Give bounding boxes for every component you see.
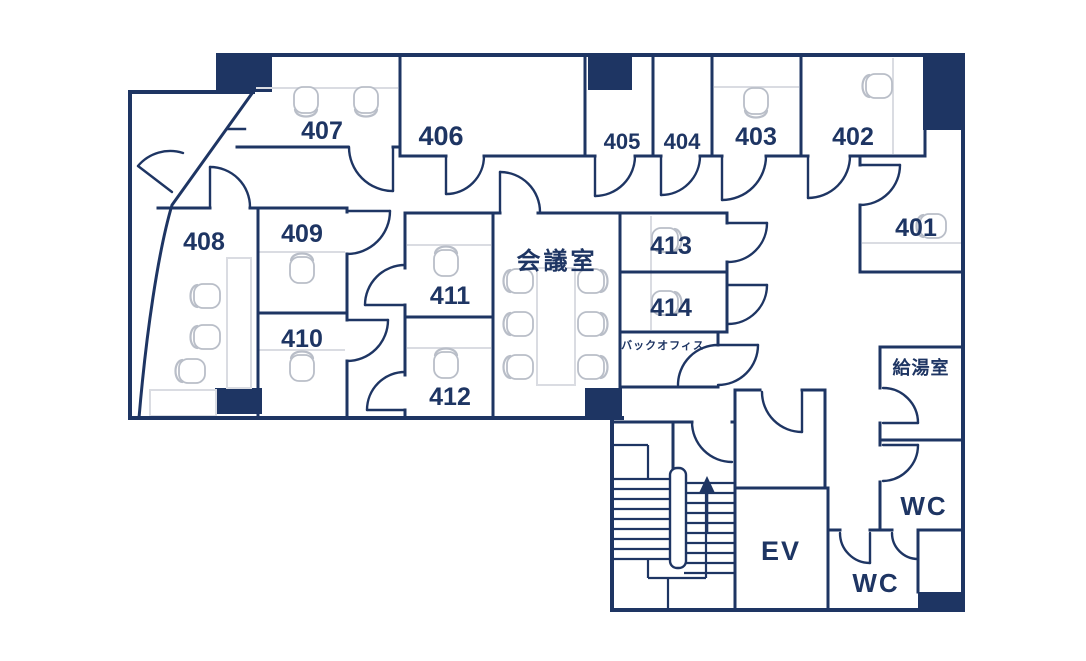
door-arc	[690, 420, 734, 464]
room-label-401: 401	[895, 214, 937, 242]
door-arc	[345, 209, 392, 256]
outer-walls	[128, 53, 965, 612]
room-label-404: 404	[664, 129, 701, 154]
chair-icon	[292, 85, 320, 118]
wc-lower-label: WC	[852, 568, 899, 598]
stairs-up-arrow-icon	[699, 476, 715, 532]
chair-icon	[502, 310, 535, 338]
door-arc	[347, 145, 395, 193]
back-office-label: バックオフィス	[621, 339, 705, 352]
chair-icon	[861, 72, 894, 100]
kitchen-label: 給湯室	[893, 357, 950, 378]
door-arc	[365, 370, 407, 412]
room-label-409: 409	[281, 220, 323, 248]
room-label-405: 405	[604, 129, 641, 154]
chair-icon	[576, 310, 609, 338]
door-arc	[363, 263, 407, 307]
inner-walls	[156, 53, 965, 612]
room-label-411: 411	[430, 282, 470, 310]
pillar-group	[215, 55, 963, 610]
door-arc	[726, 221, 769, 264]
stair-rail	[668, 466, 688, 570]
chair-icon	[432, 347, 460, 380]
door-arc	[858, 163, 902, 207]
door-arc	[444, 154, 486, 196]
meeting-room-label: 会議室	[517, 247, 598, 275]
door-arc	[136, 149, 185, 168]
door-arc	[345, 318, 390, 363]
pillar	[585, 388, 622, 419]
chair-icon	[502, 353, 535, 381]
door-arc	[838, 531, 872, 565]
door-group	[136, 145, 920, 565]
chair-icon	[189, 323, 222, 351]
staircase	[612, 420, 734, 610]
door-arc	[498, 170, 542, 214]
room-label-407: 407	[301, 117, 343, 145]
chair-icon	[288, 252, 316, 285]
pillar	[215, 388, 262, 414]
room-label-412: 412	[429, 383, 471, 411]
room-label-403: 403	[735, 123, 777, 151]
pillar	[923, 55, 963, 130]
pillar	[918, 592, 963, 610]
door-arc	[806, 154, 852, 200]
door-arc	[716, 343, 760, 387]
door-arc	[881, 443, 920, 483]
door-arc	[593, 154, 637, 198]
room-labels: 407 406 405 404 403 402 401 408 409 410 …	[183, 117, 950, 598]
desk	[149, 389, 217, 417]
room-label-406: 406	[418, 121, 463, 151]
chair-icon	[288, 350, 316, 383]
door-arc	[720, 154, 768, 202]
chair-icon	[352, 85, 380, 118]
door-arc	[726, 283, 769, 326]
furniture-group	[149, 58, 961, 417]
chair-icon	[742, 86, 770, 119]
door-arc	[760, 390, 804, 434]
room-label-402: 402	[832, 123, 874, 151]
chair-icon	[174, 357, 207, 385]
room-label-414: 414	[650, 294, 692, 322]
chair-icon	[432, 245, 460, 278]
door-arc	[208, 165, 252, 209]
room-label-410: 410	[281, 325, 323, 353]
room-label-413: 413	[650, 232, 692, 260]
elevator-label: EV	[761, 536, 801, 566]
door-arc	[659, 154, 702, 197]
door-arc	[881, 386, 920, 425]
door-arc	[676, 343, 720, 387]
wc-upper-label: WC	[900, 491, 947, 521]
meeting-table	[536, 267, 576, 386]
chair-icon	[576, 353, 609, 381]
chair-icon	[189, 282, 222, 310]
door-arc	[890, 531, 920, 561]
room-label-408: 408	[183, 228, 225, 256]
desk	[226, 257, 252, 389]
pillar	[218, 55, 272, 92]
pillar	[588, 57, 632, 90]
